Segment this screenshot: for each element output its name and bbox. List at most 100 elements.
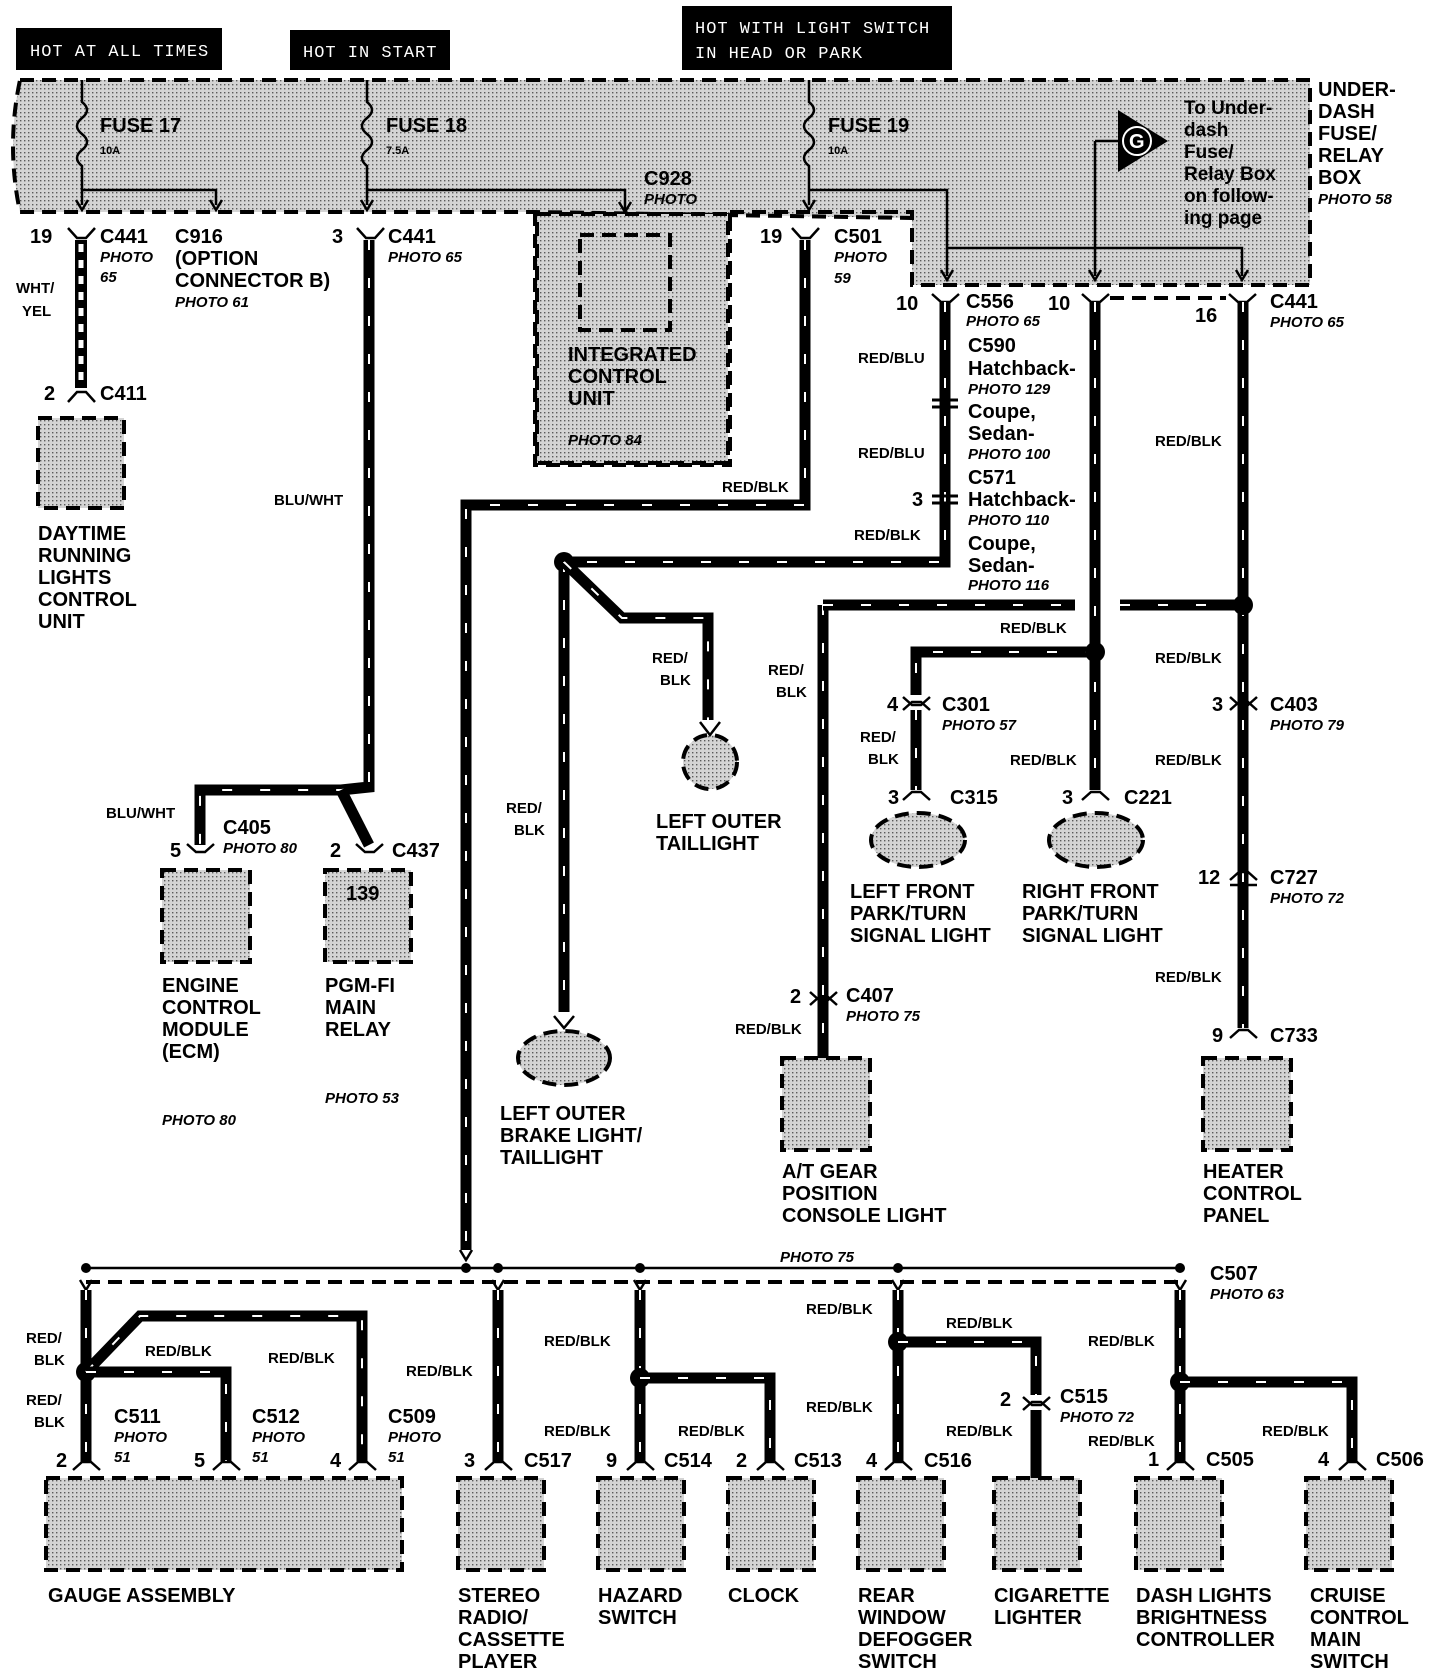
connector-c727: 12 C727 PHOTO 72 (1198, 867, 1345, 907)
svg-text:4: 4 (330, 1450, 342, 1472)
svg-text:C509: C509 (388, 1406, 436, 1428)
svg-text:PHOTO 80: PHOTO 80 (162, 1112, 237, 1129)
svg-text:C221: C221 (1124, 787, 1172, 809)
stereo-radio-cassette-player (456, 1476, 546, 1572)
svg-text:2: 2 (736, 1450, 747, 1472)
svg-text:1: 1 (1148, 1449, 1159, 1471)
svg-text:LIGHTER: LIGHTER (994, 1607, 1082, 1629)
svg-text:IN HEAD OR PARK: IN HEAD OR PARK (695, 45, 863, 64)
connector-c411: 2 C411 (44, 383, 147, 405)
header-hot-at-all-times: HOT AT ALL TIMES (16, 28, 222, 70)
svg-text:2: 2 (56, 1450, 67, 1472)
header-hot-with-light-switch: HOT WITH LIGHT SWITCH IN HEAD OR PARK (682, 6, 952, 70)
svg-text:65: 65 (100, 269, 117, 286)
svg-text:19: 19 (30, 226, 52, 248)
svg-text:PHOTO 110: PHOTO 110 (968, 512, 1050, 529)
svg-text:C517: C517 (524, 1450, 572, 1472)
svg-text:10: 10 (1048, 293, 1070, 315)
svg-text:Coupe,: Coupe, (968, 401, 1036, 423)
connector-c441-start: 3 C441 PHOTO 65 (332, 226, 463, 266)
wire-label-wht-yel: WHT/ YEL (16, 280, 55, 320)
svg-text:3: 3 (1212, 694, 1223, 716)
svg-text:REAR: REAR (858, 1585, 915, 1607)
engine-control-module (160, 868, 252, 964)
svg-text:C437: C437 (392, 840, 440, 862)
svg-text:RED/BLK: RED/BLK (268, 1350, 335, 1367)
svg-text:DEFOGGER: DEFOGGER (858, 1629, 973, 1651)
svg-text:STEREO: STEREO (458, 1585, 540, 1607)
svg-text:3: 3 (332, 226, 343, 248)
cigarette-lighter-label: CIGARETTE LIGHTER (994, 1585, 1110, 1629)
svg-text:C571: C571 (968, 467, 1016, 489)
svg-text:RELAY: RELAY (1318, 145, 1385, 167)
svg-text:RED/: RED/ (860, 729, 897, 746)
svg-text:PHOTO 116: PHOTO 116 (968, 577, 1050, 594)
svg-text:PHOTO: PHOTO (388, 1429, 441, 1446)
cigarette-lighter (992, 1476, 1082, 1572)
svg-text:BOX: BOX (1318, 167, 1362, 189)
svg-text:BRIGHTNESS: BRIGHTNESS (1136, 1607, 1267, 1629)
svg-text:RED/BLK: RED/BLK (806, 1399, 873, 1416)
svg-text:C590: C590 (968, 335, 1016, 357)
connector-c507: C507 PHOTO 63 (1210, 1263, 1285, 1303)
connector-c501: 19 C501 PHOTO 59 (760, 226, 887, 287)
connector-c315: 3 C315 (888, 787, 998, 809)
wire-blu-wht (194, 240, 375, 845)
svg-text:4: 4 (1318, 1449, 1330, 1471)
svg-text:C511: C511 (114, 1406, 161, 1428)
svg-text:WHT/: WHT/ (16, 280, 55, 297)
svg-text:RED/BLU: RED/BLU (858, 445, 925, 462)
ground-icon: G (1118, 110, 1168, 172)
svg-text:BLK: BLK (514, 822, 545, 839)
svg-text:LEFT OUTER: LEFT OUTER (656, 811, 782, 833)
dash-lights-label: DASH LIGHTS BRIGHTNESS CONTROLLER (1136, 1585, 1275, 1651)
svg-text:SWITCH: SWITCH (858, 1651, 937, 1673)
svg-text:2: 2 (1000, 1389, 1011, 1411)
svg-text:C505: C505 (1206, 1449, 1254, 1471)
svg-text:G: G (1129, 131, 1145, 153)
heater-control-panel (1201, 1056, 1293, 1152)
svg-text:RED/BLK: RED/BLK (1088, 1433, 1155, 1450)
svg-text:PHOTO 57: PHOTO 57 (942, 717, 1017, 734)
svg-text:RIGHT FRONT: RIGHT FRONT (1022, 881, 1159, 903)
svg-text:Relay Box: Relay Box (1184, 164, 1276, 185)
svg-text:LEFT FRONT: LEFT FRONT (850, 881, 974, 903)
svg-text:SIGNAL LIGHT: SIGNAL LIGHT (850, 925, 991, 947)
right-front-park-turn-bulb (1047, 811, 1145, 869)
svg-text:19: 19 (760, 226, 782, 248)
svg-text:2: 2 (790, 986, 801, 1008)
connector-c733: 9 C733 (1212, 1025, 1318, 1047)
left-outer-taillight-label: LEFT OUTER TAILLIGHT (656, 811, 782, 855)
fuse-box-label: UNDER- DASH FUSE/ RELAY BOX PHOTO 58 (1318, 79, 1396, 208)
svg-text:CONTROL: CONTROL (38, 589, 137, 611)
svg-text:dash: dash (1184, 120, 1228, 141)
svg-text:C512: C512 (252, 1406, 300, 1428)
wire-red-blk-trunk (460, 240, 811, 1250)
svg-text:Hatchback-: Hatchback- (968, 489, 1076, 511)
svg-text:MAIN: MAIN (325, 997, 376, 1019)
svg-text:PARK/TURN: PARK/TURN (1022, 903, 1138, 925)
hazard-switch (596, 1476, 686, 1572)
connector-c509: C509 PHOTO 51 (388, 1406, 441, 1466)
svg-text:DASH: DASH (1318, 101, 1375, 123)
svg-text:BLK: BLK (34, 1352, 65, 1369)
svg-text:RED/: RED/ (506, 800, 543, 817)
svg-text:PHOTO 65: PHOTO 65 (966, 313, 1041, 330)
svg-text:RED/BLK: RED/BLK (678, 1423, 745, 1440)
svg-text:SIGNAL LIGHT: SIGNAL LIGHT (1022, 925, 1163, 947)
connector-c516: 4 C516 (866, 1450, 972, 1472)
svg-text:RED/BLK: RED/BLK (1155, 433, 1222, 450)
svg-text:C301: C301 (942, 694, 990, 716)
svg-text:CONTROL: CONTROL (162, 997, 261, 1019)
svg-text:PARK/TURN: PARK/TURN (850, 903, 966, 925)
left-outer-taillight-bulb (681, 733, 739, 791)
connector-c301: 4 C301 PHOTO 57 (887, 694, 1017, 734)
svg-text:YEL: YEL (22, 303, 51, 320)
svg-text:PGM-FI: PGM-FI (325, 975, 395, 997)
svg-text:PHOTO 129: PHOTO 129 (968, 381, 1051, 398)
svg-text:RED/BLK: RED/BLK (735, 1021, 802, 1038)
icu-label: INTEGRATED CONTROL UNIT PHOTO 84 (568, 344, 697, 449)
svg-text:PHOTO 75: PHOTO 75 (780, 1249, 855, 1266)
svg-text:PHOTO 63: PHOTO 63 (1210, 1286, 1285, 1303)
